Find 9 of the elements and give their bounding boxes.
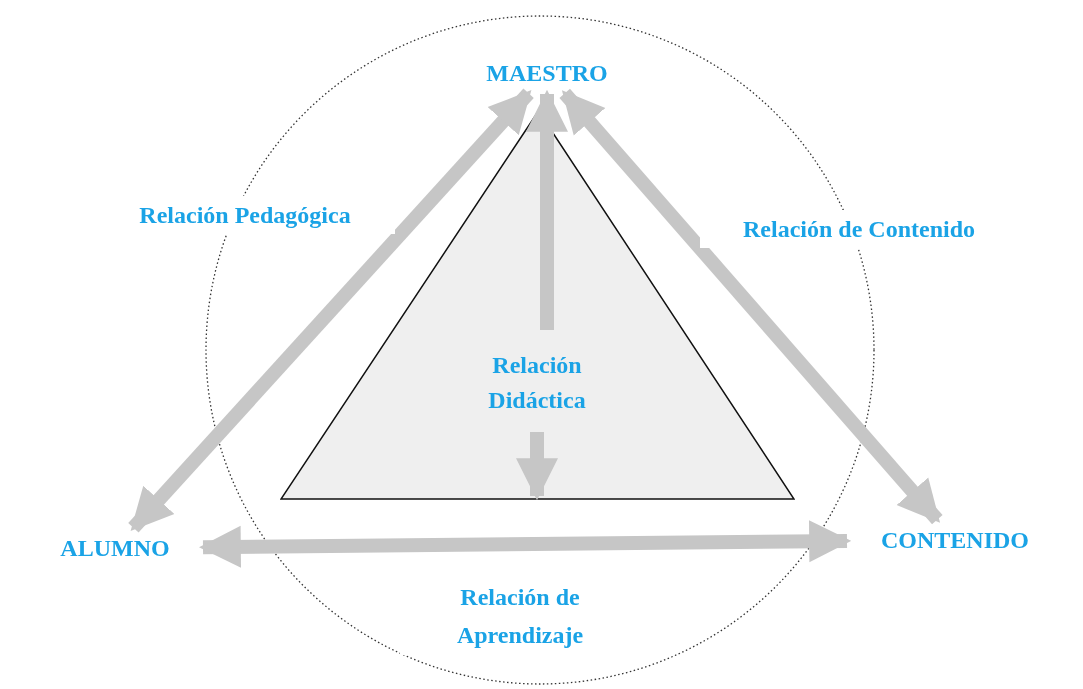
arrow xyxy=(526,89,568,330)
double-headed-arrow xyxy=(198,520,852,568)
vertex-label: MAESTRO xyxy=(485,59,609,88)
double-headed-arrow xyxy=(559,88,943,525)
vertex-label: ALUMNO xyxy=(59,534,171,563)
arrow xyxy=(516,432,558,501)
triangle-label: Relación Didáctica xyxy=(487,351,587,415)
vertex-label: CONTENIDO xyxy=(880,526,1030,555)
double-headed-arrow xyxy=(128,88,534,533)
